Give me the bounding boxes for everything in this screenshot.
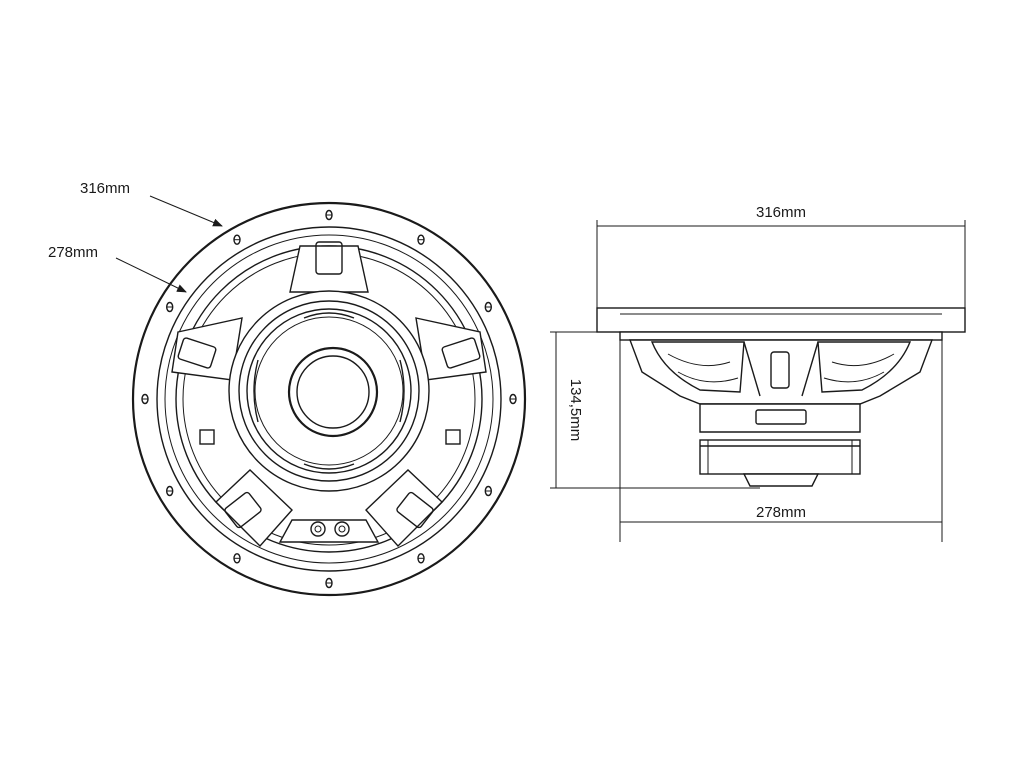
label-front-outer: 316mm <box>80 180 130 197</box>
side-basket <box>628 339 934 405</box>
basket-rib-right-1 <box>831 353 895 367</box>
mounting-hole <box>165 485 174 497</box>
cone-slot-bottom <box>303 463 355 470</box>
basket-rib-left-2 <box>677 371 739 383</box>
tab-right <box>445 429 461 445</box>
side-dimension-depth: 134,5mm <box>550 331 760 489</box>
side-flange <box>596 307 966 333</box>
mounting-hole <box>141 393 149 405</box>
cone-outer <box>228 290 430 492</box>
cone-slot-top <box>303 312 355 319</box>
mounting-hole <box>484 485 492 497</box>
motor-vent <box>755 409 807 425</box>
label-side-width: 316mm <box>756 204 806 221</box>
basket-opening-left <box>650 341 745 393</box>
cone-ring-1 <box>238 300 420 482</box>
side-dimension-width: 316mm <box>596 204 966 308</box>
terminal-block <box>278 519 380 543</box>
mounting-hole <box>417 234 425 245</box>
front-dimension-316: 316mm <box>80 180 223 227</box>
mounting-hole <box>233 553 241 564</box>
side-flange-lip <box>619 331 943 341</box>
basket-rib-center-right <box>801 341 819 397</box>
gasket-ring <box>164 234 494 564</box>
cone-slot-right <box>399 359 405 423</box>
label-front-inner: 278mm <box>48 244 98 261</box>
dust-cap-inner <box>296 355 370 429</box>
basket-opening-right <box>817 341 912 393</box>
basket-window-top <box>315 241 343 275</box>
leader-316 <box>149 195 223 227</box>
motor-top <box>699 403 861 433</box>
mounting-holes <box>141 209 517 589</box>
label-side-basket: 278mm <box>756 504 806 521</box>
basket-rib-left-1 <box>667 353 731 367</box>
label-side-depth: 134,5mm <box>567 379 584 442</box>
mounting-hole <box>509 393 517 405</box>
mounting-hole <box>325 209 333 221</box>
terminal-left <box>310 521 326 537</box>
basket-window-bottom-right <box>396 491 434 529</box>
frame-outer-ring <box>131 201 527 597</box>
cone-ring-2 <box>246 308 412 474</box>
basket-spoke-top <box>289 245 369 293</box>
side-dimension-basket: 278mm <box>619 340 943 542</box>
mounting-hole <box>233 234 241 245</box>
basket-spoke-bottom-right <box>365 469 444 548</box>
mounting-hole <box>165 301 174 313</box>
cone-slot-left <box>253 359 259 423</box>
basket-window-left <box>177 337 217 369</box>
basket-center-slot <box>770 351 790 389</box>
mounting-hole <box>325 577 333 589</box>
dust-cap-outer <box>287 346 379 438</box>
magnet <box>699 439 861 475</box>
front-dimension-278: 278mm <box>48 244 187 293</box>
basket-rib-right-2 <box>823 371 885 383</box>
basket-spoke-bottom-left <box>214 469 293 548</box>
terminal-right-inner <box>338 525 346 533</box>
front-view <box>131 201 527 597</box>
terminal-left-inner <box>314 525 322 533</box>
mounting-hole <box>417 553 425 564</box>
back-plate <box>742 473 820 487</box>
basket-rib-center-left <box>743 341 761 397</box>
side-view <box>596 307 966 487</box>
basket-window-bottom-left <box>224 491 262 529</box>
leader-278 <box>115 257 187 293</box>
tab-left <box>199 429 215 445</box>
terminal-right <box>334 521 350 537</box>
mounting-hole <box>484 301 492 313</box>
frame-inner-ring <box>156 226 502 572</box>
cone-ring-3 <box>254 316 404 466</box>
basket-window-right <box>441 337 481 369</box>
